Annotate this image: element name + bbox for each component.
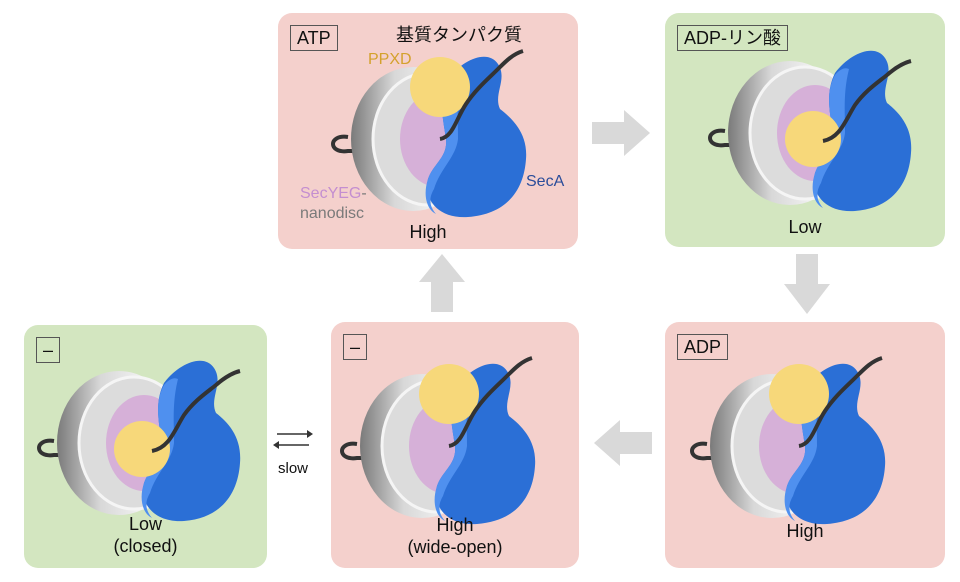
seca-molecule-wide-open (340, 356, 538, 527)
panel-wide-open-substate: (wide-open) (407, 537, 503, 557)
seca-molecule-closed (37, 358, 243, 524)
panel-closed: – Low (closed) (24, 325, 267, 568)
panel-atp-tag: ATP (290, 25, 338, 51)
panel-wide-open-state: High (436, 515, 474, 535)
equilibrium-arrows (273, 430, 313, 449)
arrow-up (419, 254, 465, 312)
panel-adp-pi-tag: ADP-リン酸 (677, 25, 789, 51)
panel-atp-state: High (409, 222, 447, 242)
panel-adp-tag: ADP (677, 334, 729, 360)
panel-closed-substate: (closed) (113, 536, 178, 556)
arrow-down (784, 254, 830, 314)
panel-wide-open-tag: – (343, 334, 368, 360)
nanodisc-label: nanodisc (300, 205, 365, 222)
panel-wide-open: – High (wide-open) (331, 322, 579, 568)
secyeg-label: SecYEG- (300, 185, 367, 203)
substrate-label: 基質タンパク質 (396, 25, 522, 45)
arrow-right (592, 110, 650, 156)
panel-adp: ADP High (665, 322, 945, 568)
secyeg-dash: - (361, 185, 367, 202)
panel-adp-state: High (786, 521, 824, 541)
seca-label: SecA (526, 173, 565, 190)
secyeg-text: SecYEG (300, 185, 362, 202)
panel-atp: ATP 基質タンパク質 PPXD SecA SecYEG- nanodisc H… (278, 13, 578, 249)
seca-molecule-adp-pi (708, 48, 914, 214)
seca-molecule-adp (690, 356, 888, 527)
slow-label: slow (278, 460, 309, 477)
panel-closed-tag: – (36, 337, 61, 363)
arrow-left (594, 420, 652, 466)
panel-closed-state: Low (128, 514, 163, 534)
panel-adp-pi: ADP-リン酸 Low (665, 13, 945, 247)
ppxd-label: PPXD (368, 51, 412, 68)
panel-adp-pi-state: Low (788, 217, 822, 237)
